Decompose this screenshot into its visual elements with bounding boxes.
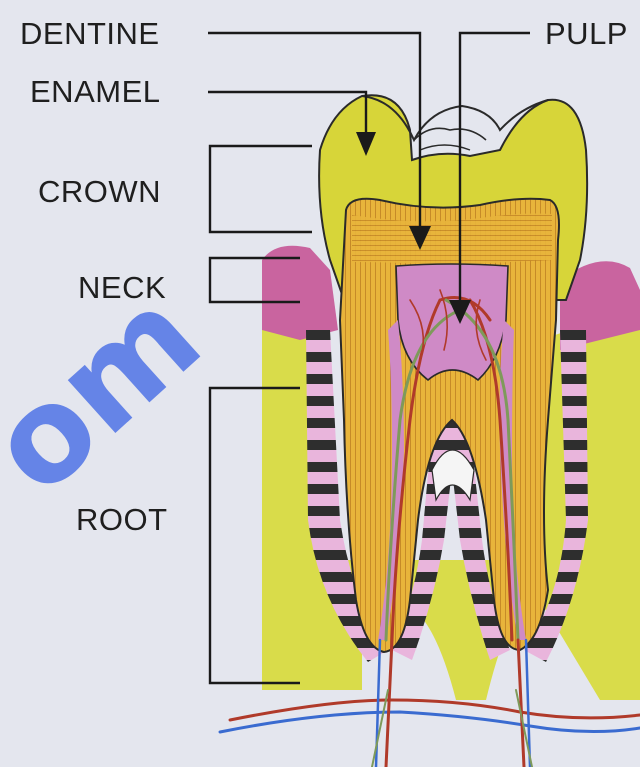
dentine-arrowhead — [409, 226, 431, 250]
label-pulp: PULP — [545, 18, 628, 49]
label-root: ROOT — [76, 504, 168, 535]
dentine-leader — [208, 33, 420, 232]
label-dentine: DENTINE — [20, 18, 160, 49]
label-enamel: ENAMEL — [30, 76, 160, 107]
neck-bracket — [210, 258, 300, 302]
enamel-arrowhead — [356, 132, 376, 156]
root-bracket — [210, 388, 300, 683]
crown-bracket — [210, 146, 312, 232]
pulp-leader — [460, 33, 530, 305]
pulp-arrowhead — [449, 300, 471, 324]
label-crown: CROWN — [38, 176, 161, 207]
enamel-leader — [208, 92, 366, 140]
